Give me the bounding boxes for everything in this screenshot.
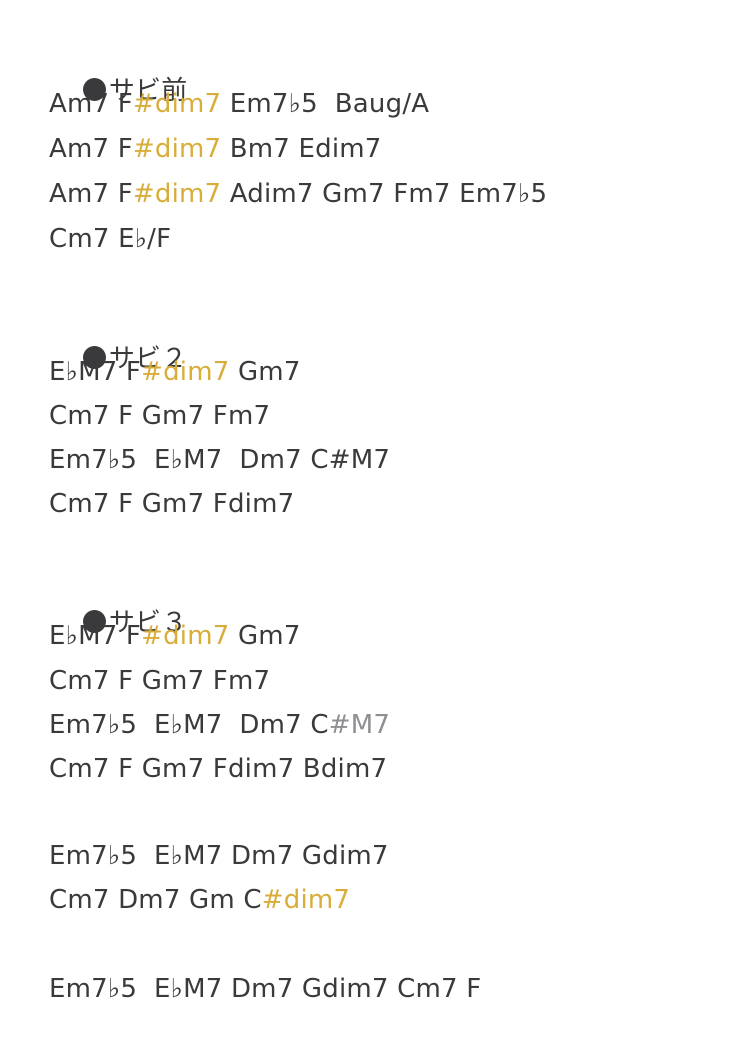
chord-highlight: #dim7 xyxy=(141,357,230,387)
heading-text: サビ前 xyxy=(108,76,188,106)
chord-line: Cm7 F Gm7 Fdim7 xyxy=(49,488,294,520)
chord-text: Em7♭5 E♭M7 Dm7 Gdim7 xyxy=(49,841,389,871)
chord-line: E♭M7 F#dim7 Gm7 xyxy=(49,620,301,652)
chord-highlight: #dim7 xyxy=(132,179,222,209)
section-heading: サビ２ xyxy=(49,311,187,407)
chord-text: E♭M7 F xyxy=(49,621,142,651)
chord-text: Am7 F xyxy=(49,134,133,164)
chord-highlight: #dim7 xyxy=(261,885,351,915)
chord-text: Cm7 F Gm7 Fdim7 xyxy=(49,489,295,519)
chord-line: Cm7 E♭/F xyxy=(49,223,171,255)
chord-text: Em7♭5 Baug/A xyxy=(221,89,430,119)
chord-line: E♭M7 F#dim7 Gm7 xyxy=(49,356,301,388)
chord-line: Am7 F#dim7 Bm7 Edim7 xyxy=(49,133,382,165)
chord-line: Em7♭5 E♭M7 Dm7 C#M7 xyxy=(49,709,390,741)
chord-text: Am7 F xyxy=(49,89,133,119)
chord-text: Cm7 Dm7 Gm C xyxy=(49,885,262,915)
section-heading: サビ３ xyxy=(49,575,187,671)
chord-line: Em7♭5 E♭M7 Dm7 Gdim7 xyxy=(49,840,389,872)
chord-text: Adim7 Gm7 Fm7 Em7♭5 xyxy=(221,179,548,209)
chord-text: Bm7 Edim7 xyxy=(221,134,382,164)
chord-text: Cm7 F Gm7 Fm7 xyxy=(49,401,271,431)
chord-line: Am7 F#dim7 Em7♭5 Baug/A xyxy=(49,88,429,120)
bullet-icon xyxy=(82,610,106,633)
chord-text: Cm7 F Gm7 Fm7 xyxy=(49,666,271,696)
chord-line: Cm7 F Gm7 Fm7 xyxy=(49,665,270,697)
chord-text: E♭M7 F xyxy=(49,357,142,387)
bullet-icon xyxy=(82,346,106,369)
chord-text: Gm7 xyxy=(229,621,301,651)
chord-highlight: #dim7 xyxy=(132,89,222,119)
chord-text: Am7 F xyxy=(49,179,133,209)
chord-text: Em7♭5 E♭M7 Dm7 Gdim7 Cm7 F xyxy=(49,974,482,1004)
heading-text: サビ２ xyxy=(108,344,188,374)
chord-text: Gm7 xyxy=(229,357,301,387)
chord-line: Am7 F#dim7 Adim7 Gm7 Fm7 Em7♭5 xyxy=(49,178,547,210)
chord-line: Em7♭5 E♭M7 Dm7 C#M7 xyxy=(49,444,390,476)
chord-text: Cm7 F Gm7 Fdim7 Bdim7 xyxy=(49,754,388,784)
chord-line: Cm7 Dm7 Gm C#dim7 xyxy=(49,884,350,916)
heading-text: サビ３ xyxy=(108,608,188,638)
chord-highlight: #dim7 xyxy=(132,134,222,164)
bullet-icon xyxy=(82,78,106,101)
chord-line: Cm7 F Gm7 Fm7 xyxy=(49,400,270,432)
chord-text: Em7♭5 E♭M7 Dm7 C#M7 xyxy=(49,445,391,475)
chord-text: Em7♭5 E♭M7 Dm7 C xyxy=(49,710,329,740)
chord-highlight: #dim7 xyxy=(141,621,230,651)
chord-muted: #M7 xyxy=(328,710,391,740)
chord-line: Cm7 F Gm7 Fdim7 Bdim7 xyxy=(49,753,387,785)
chord-text: Cm7 E♭/F xyxy=(49,224,172,254)
section-heading: サビ前 xyxy=(49,43,187,139)
chord-line: Em7♭5 E♭M7 Dm7 Gdim7 Cm7 F xyxy=(49,973,481,1005)
